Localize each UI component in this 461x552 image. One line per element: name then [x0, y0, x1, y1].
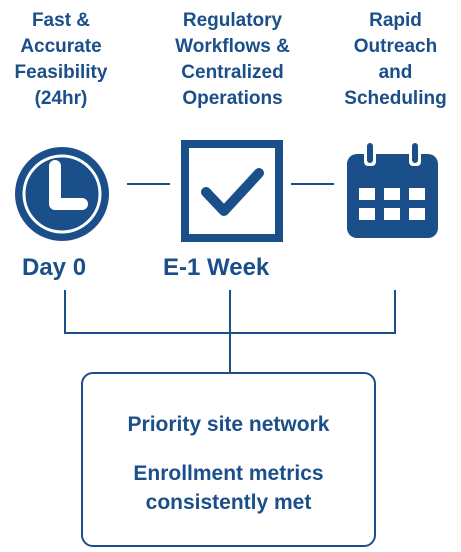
- checkbox-icon: [181, 140, 283, 242]
- connector-line-2: [291, 183, 334, 185]
- column-2-heading: Regulatory Workflows & Centralized Opera…: [175, 10, 290, 109]
- outcome-priority-site-network: Priority site network: [127, 413, 330, 436]
- connector-line-1: [127, 183, 170, 185]
- column-1-heading: Fast & Accurate Feasibility (24hr): [14, 10, 108, 109]
- column-1-timing: Day 0: [22, 254, 87, 281]
- outcomes-box: Priority site network Enrollment metrics…: [81, 372, 376, 547]
- column-2-timing: E-1 Week: [163, 254, 270, 281]
- column-3-heading: Rapid Outreach and Scheduling: [344, 10, 447, 109]
- clock-icon: [15, 147, 109, 241]
- outcome-enrollment-metrics: Enrollment metrics consistently met: [133, 462, 324, 514]
- calendar-icon: [347, 140, 438, 238]
